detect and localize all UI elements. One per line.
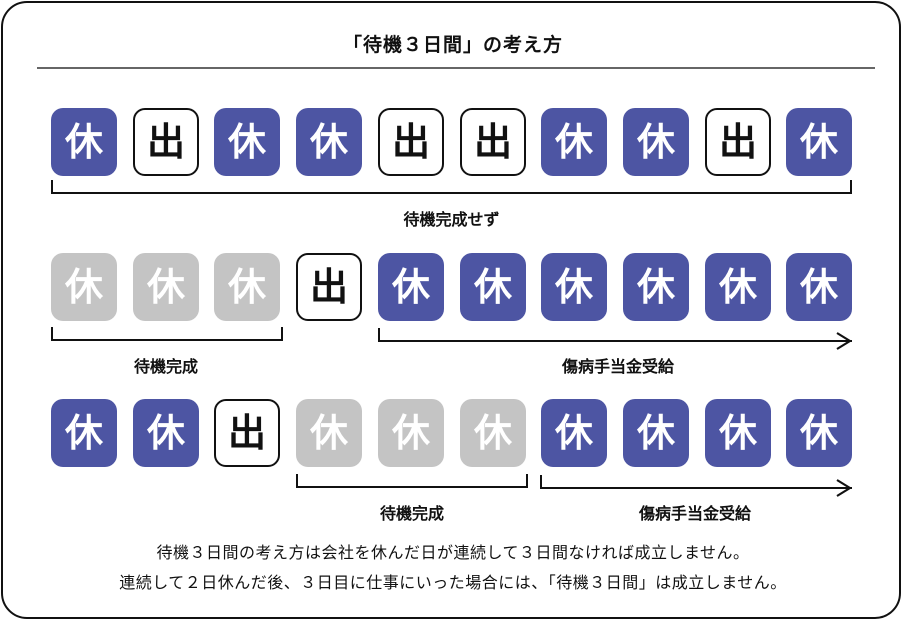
explanation-line-1: 待機３日間の考え方は会社を休んだ日が連続して３日間なければ成立しません。 <box>156 543 750 562</box>
waiting-day-tile: 休 <box>296 399 362 467</box>
work-day-tile: 出 <box>133 108 199 176</box>
work-day-tile: 出 <box>214 399 280 467</box>
label-waiting-completed-row2: 待機完成 <box>133 357 198 376</box>
rest-day-tile: 休 <box>51 108 117 176</box>
label-sickness-benefit-row3: 傷病手当金受給 <box>638 504 751 523</box>
label-sickness-benefit-row2: 傷病手当金受給 <box>561 357 674 376</box>
rest-day-tile: 休 <box>541 253 607 321</box>
rest-day-tile: 休 <box>51 399 117 467</box>
rest-day-tile: 休 <box>460 253 526 321</box>
waiting-day-tile: 休 <box>214 253 280 321</box>
rest-day-tile: 休 <box>786 108 852 176</box>
bracket-row1-not-completed <box>51 180 852 194</box>
arrowhead-icon <box>836 479 852 497</box>
rest-day-tile: 休 <box>705 253 771 321</box>
waiting-day-tile: 休 <box>460 399 526 467</box>
rest-day-tile: 休 <box>786 399 852 467</box>
rest-day-tile: 休 <box>214 108 280 176</box>
waiting-day-tile: 休 <box>51 253 117 321</box>
waiting-day-tile: 休 <box>133 253 199 321</box>
label-waiting-not-completed: 待機完成せず <box>403 210 500 229</box>
bracket-row2-waiting-completed <box>51 327 283 341</box>
arrowhead-icon <box>836 332 852 350</box>
rest-day-tile: 休 <box>378 253 444 321</box>
rest-day-tile: 休 <box>786 253 852 321</box>
title-divider <box>37 67 875 69</box>
waiting-day-tile: 休 <box>378 399 444 467</box>
label-waiting-completed-row3: 待機完成 <box>379 504 444 523</box>
diagram-title: 「待機３日間」の考え方 <box>342 34 563 56</box>
arrow-row3-benefit <box>540 475 852 497</box>
rest-day-tile: 休 <box>623 399 689 467</box>
rest-day-tile: 休 <box>541 108 607 176</box>
work-day-tile: 出 <box>378 108 444 176</box>
rest-day-tile: 休 <box>623 253 689 321</box>
explanation-line-2: 連続して２日休んだ後、３日目に仕事にいった場合には、「待機３日間」は成立しません… <box>119 573 787 592</box>
arrow-row2-benefit <box>378 328 852 350</box>
bracket-row3-waiting-completed <box>296 474 528 488</box>
rest-day-tile: 休 <box>541 399 607 467</box>
rest-day-tile: 休 <box>705 399 771 467</box>
rest-day-tile: 休 <box>133 399 199 467</box>
work-day-tile: 出 <box>705 108 771 176</box>
rest-day-tile: 休 <box>296 108 362 176</box>
work-day-tile: 出 <box>460 108 526 176</box>
work-day-tile: 出 <box>296 253 362 321</box>
rest-day-tile: 休 <box>623 108 689 176</box>
